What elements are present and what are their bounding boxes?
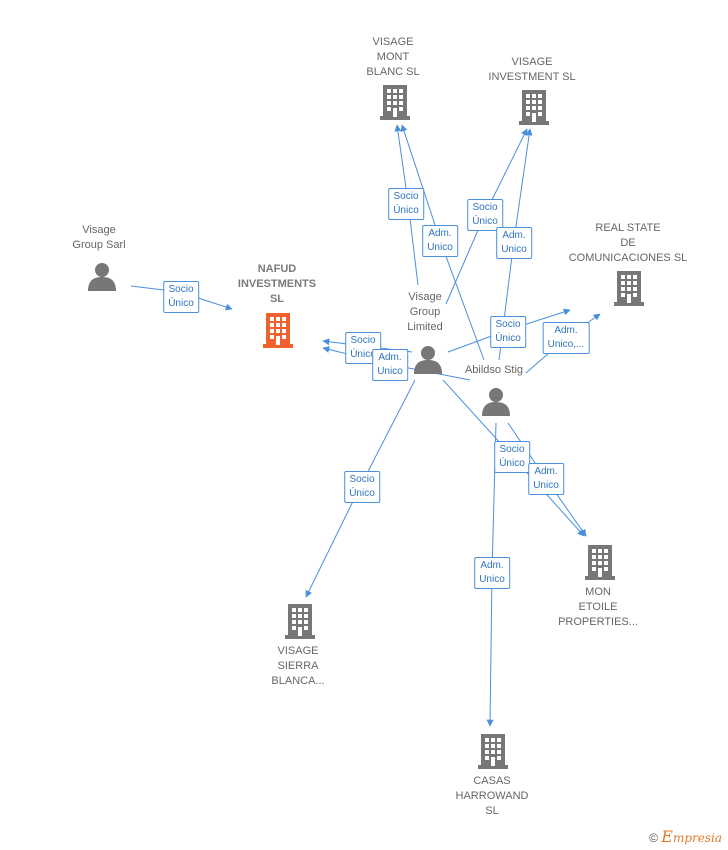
casas-building-icon[interactable] <box>478 734 508 769</box>
mon-etoile-building-icon[interactable] <box>585 545 615 580</box>
edge-label-abildso-montblanc-adm[interactable]: Adm.Unico <box>422 225 458 257</box>
visage-investment-building-icon[interactable] <box>519 90 549 125</box>
node-label-visage-sierra[interactable]: VISAGE SIERRA BLANCA... <box>271 645 325 687</box>
node-label-real-state[interactable]: REAL STATE DE COMUNICACIONES SL <box>568 222 688 264</box>
edge-label-abildso-nafud-adm[interactable]: Adm.Unico <box>372 349 408 381</box>
visage-group-limited-person-icon[interactable] <box>414 346 442 374</box>
node-label-visage-group-limited[interactable]: Visage Group Limited <box>407 291 443 333</box>
node-label-visage-group-sarl[interactable]: Visage Group Sarl <box>72 224 126 251</box>
edge-label-abildso-casas-adm[interactable]: Adm.Unico <box>474 557 510 589</box>
edges <box>130 124 601 727</box>
node-label-casas[interactable]: CASAS HARROWAND SL <box>455 775 529 817</box>
edge-label-abildso-investment-adm[interactable]: Adm.Unico <box>496 227 532 259</box>
edge-label-abildso-etoile-adm[interactable]: Adm.Unico <box>528 463 564 495</box>
copyright-icon: © <box>649 831 658 845</box>
visage-sierra-building-icon[interactable] <box>285 604 315 639</box>
nafud-building-icon[interactable] <box>263 313 293 348</box>
node-label-visage-investment[interactable]: VISAGE INVESTMENT SL <box>488 56 576 83</box>
footer-brand[interactable]: © Empresia <box>649 827 722 846</box>
edge-label-abildso-realstate-adm[interactable]: Adm.Unico,... <box>542 322 590 354</box>
visage-group-sarl-person-icon[interactable] <box>88 263 116 291</box>
abildso-person-icon[interactable] <box>482 388 510 416</box>
brand-logo: Empresia <box>661 827 722 846</box>
node-label-nafud[interactable]: NAFUD INVESTMENTS SL <box>237 263 317 305</box>
node-label-mon-etoile[interactable]: MON ETOILE PROPERTIES... <box>558 586 638 628</box>
node-label-visage-mont-blanc[interactable]: VISAGE MONT BLANC SL <box>366 36 420 78</box>
node-label-abildso[interactable]: Abildso Stig <box>464 364 524 376</box>
real-state-building-icon[interactable] <box>614 271 644 306</box>
visage-mont-blanc-building-icon[interactable] <box>380 85 410 120</box>
